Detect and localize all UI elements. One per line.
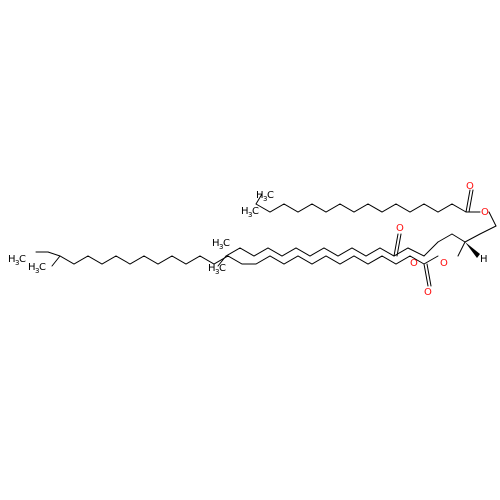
svg-text:3: 3 xyxy=(219,243,223,251)
svg-text:C: C xyxy=(223,238,230,249)
oxygen-ester-bottom: O xyxy=(440,258,448,269)
svg-text:H: H xyxy=(212,238,220,249)
oxygen-carbonyl-top: O xyxy=(466,181,474,192)
svg-text:H: H xyxy=(8,254,16,265)
svg-text:3: 3 xyxy=(15,259,19,267)
oxygen-carbonyl-bottom: O xyxy=(424,287,432,298)
svg-text:C: C xyxy=(252,206,259,217)
acyl-chain-bottom xyxy=(35,251,439,287)
wedge-bond xyxy=(465,242,480,258)
svg-text:3: 3 xyxy=(248,211,252,219)
oxygen-ester-top: O xyxy=(481,207,489,218)
ethyl-label-bottom: H 3 C H 3 C xyxy=(8,254,46,275)
svg-text:C: C xyxy=(267,190,274,201)
svg-text:C: C xyxy=(219,263,226,274)
svg-text:3: 3 xyxy=(215,268,219,276)
glycerol-backbone xyxy=(437,211,497,258)
svg-text:H: H xyxy=(256,190,264,201)
acyl-chain-top xyxy=(255,189,481,213)
acyl-chain-middle xyxy=(217,233,439,267)
svg-text:3: 3 xyxy=(35,267,39,275)
svg-text:H: H xyxy=(28,262,36,273)
hydrogen-stereo: H xyxy=(480,254,488,265)
svg-text:C: C xyxy=(39,262,46,273)
svg-text:H: H xyxy=(208,263,216,274)
methyl-label-top: H 3 C H 3 C xyxy=(241,190,274,219)
oxygen-ester-middle: O xyxy=(410,258,418,269)
svg-text:H: H xyxy=(241,206,249,217)
svg-text:C: C xyxy=(19,254,26,265)
methyl-label-middle: H 3 C H 3 C xyxy=(208,238,230,276)
svg-text:3: 3 xyxy=(263,195,267,203)
oxygen-carbonyl-middle: O xyxy=(396,223,404,234)
